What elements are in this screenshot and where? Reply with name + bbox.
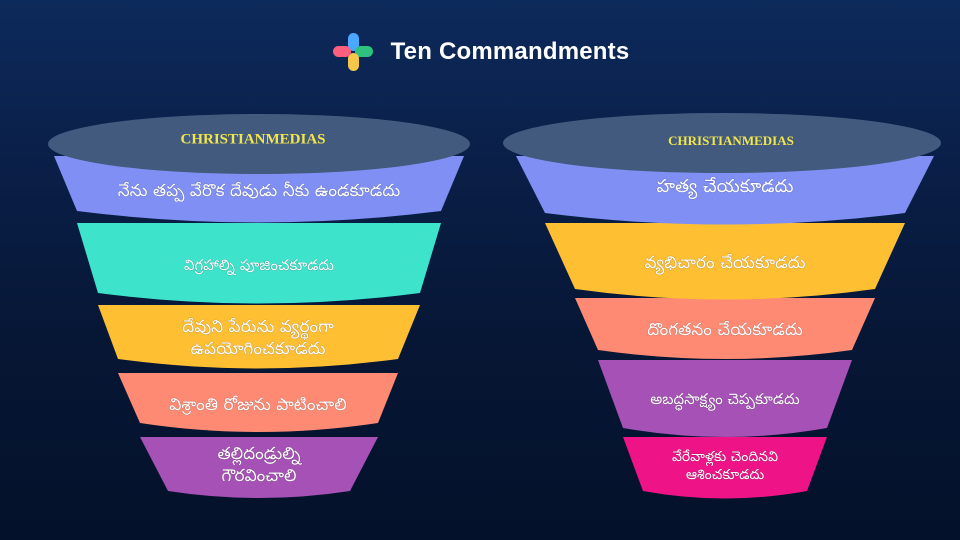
page-title: Ten Commandments bbox=[390, 38, 630, 65]
funnel-left-band-3 bbox=[98, 305, 420, 369]
funnel-left-band-5 bbox=[140, 437, 378, 498]
band-text-line: వేరేవాళ్లకు చెందినవి bbox=[672, 449, 778, 467]
funnel-right-band-2-text: వ్యభిచారం చేయకూడదు bbox=[644, 253, 805, 275]
header: Ten Commandments bbox=[0, 33, 960, 71]
band-text-line: విగ్రహాల్ని పూజించకూడదు bbox=[184, 256, 334, 276]
funnel-left-band-2-text: విగ్రహాల్ని పూజించకూడదు bbox=[184, 256, 334, 276]
band-text-line: విశ్రాంతి రోజును పాటించాలి bbox=[169, 395, 347, 415]
funnel-right-band-5 bbox=[623, 437, 827, 499]
band-text-line: దొంగతనం చేయకూడదు bbox=[647, 320, 803, 340]
funnel-right-band-1 bbox=[516, 156, 934, 225]
funnel-right-band-3-text: దొంగతనం చేయకూడదు bbox=[647, 320, 803, 340]
funnel-left-top-ellipse bbox=[48, 114, 470, 174]
logo-piece-yellow bbox=[347, 53, 359, 71]
funnel-right-band-1-text: హత్య చేయకూడదు bbox=[657, 176, 794, 199]
logo-piece-blue bbox=[347, 33, 359, 51]
band-text-line: ఉపయోగించకూడదు bbox=[190, 339, 325, 359]
funnel-left-band-5-text: తల్లిదండ్రుల్నిగౌరవించాలి bbox=[217, 444, 302, 486]
band-text-line: తల్లిదండ్రుల్ని bbox=[217, 444, 302, 466]
funnel-right-band-4-text: అబద్ధసాక్ష్యం చెప్పకూడదు bbox=[650, 390, 800, 411]
logo-piece-red bbox=[332, 46, 351, 57]
funnel-left-band-1-text: నేను తప్ప వేరొక దేవుడు నీకు ఉండకూడదు bbox=[118, 181, 401, 202]
funnel-right-top-label: CHRISTIANMEDIAS bbox=[668, 133, 794, 148]
funnel-right-band-3 bbox=[575, 298, 875, 359]
band-text-line: గౌరవించాలి bbox=[221, 466, 296, 486]
funnel-left-band-3-text: దేవుని పేరును వ్యర్థంగాఉపయోగించకూడదు bbox=[182, 317, 334, 359]
funnel-left: తల్లిదండ్రుల్నిగౌరవించాలి విశ్రాంతి రోజు… bbox=[48, 114, 470, 498]
band-text-line: నేను తప్ప వేరొక దేవుడు నీకు ఉండకూడదు bbox=[118, 181, 401, 202]
band-text-line: దేవుని పేరును వ్యర్థంగా bbox=[182, 317, 334, 340]
funnel-right-band-4 bbox=[598, 360, 852, 437]
funnel-left-top-label: CHRISTIANMEDIAS bbox=[180, 131, 325, 147]
funnel-left-band-4-text: విశ్రాంతి రోజును పాటించాలి bbox=[169, 395, 347, 415]
funnel-right-band-5-text: వేరేవాళ్లకు చెందినవిఆశించకూడదు bbox=[672, 449, 778, 483]
funnel-left-band-1 bbox=[54, 156, 464, 223]
app-logo-icon bbox=[332, 33, 373, 71]
funnel-right: వేరేవాళ్లకు చెందినవిఆశించకూడదు అబద్ధసాక్… bbox=[503, 113, 941, 499]
band-text-line: హత్య చేయకూడదు bbox=[657, 176, 794, 199]
funnel-right-band-2 bbox=[545, 223, 905, 300]
band-text-line: ఆశించకూడదు bbox=[686, 467, 765, 483]
funnel-left-band-2 bbox=[77, 223, 441, 304]
band-text-line: అబద్ధసాక్ష్యం చెప్పకూడదు bbox=[650, 390, 800, 411]
funnel-right-top-ellipse bbox=[503, 113, 941, 173]
logo-piece-green bbox=[354, 46, 373, 57]
band-text-line: వ్యభిచారం చేయకూడదు bbox=[644, 253, 805, 275]
funnel-left-band-4 bbox=[118, 373, 398, 432]
